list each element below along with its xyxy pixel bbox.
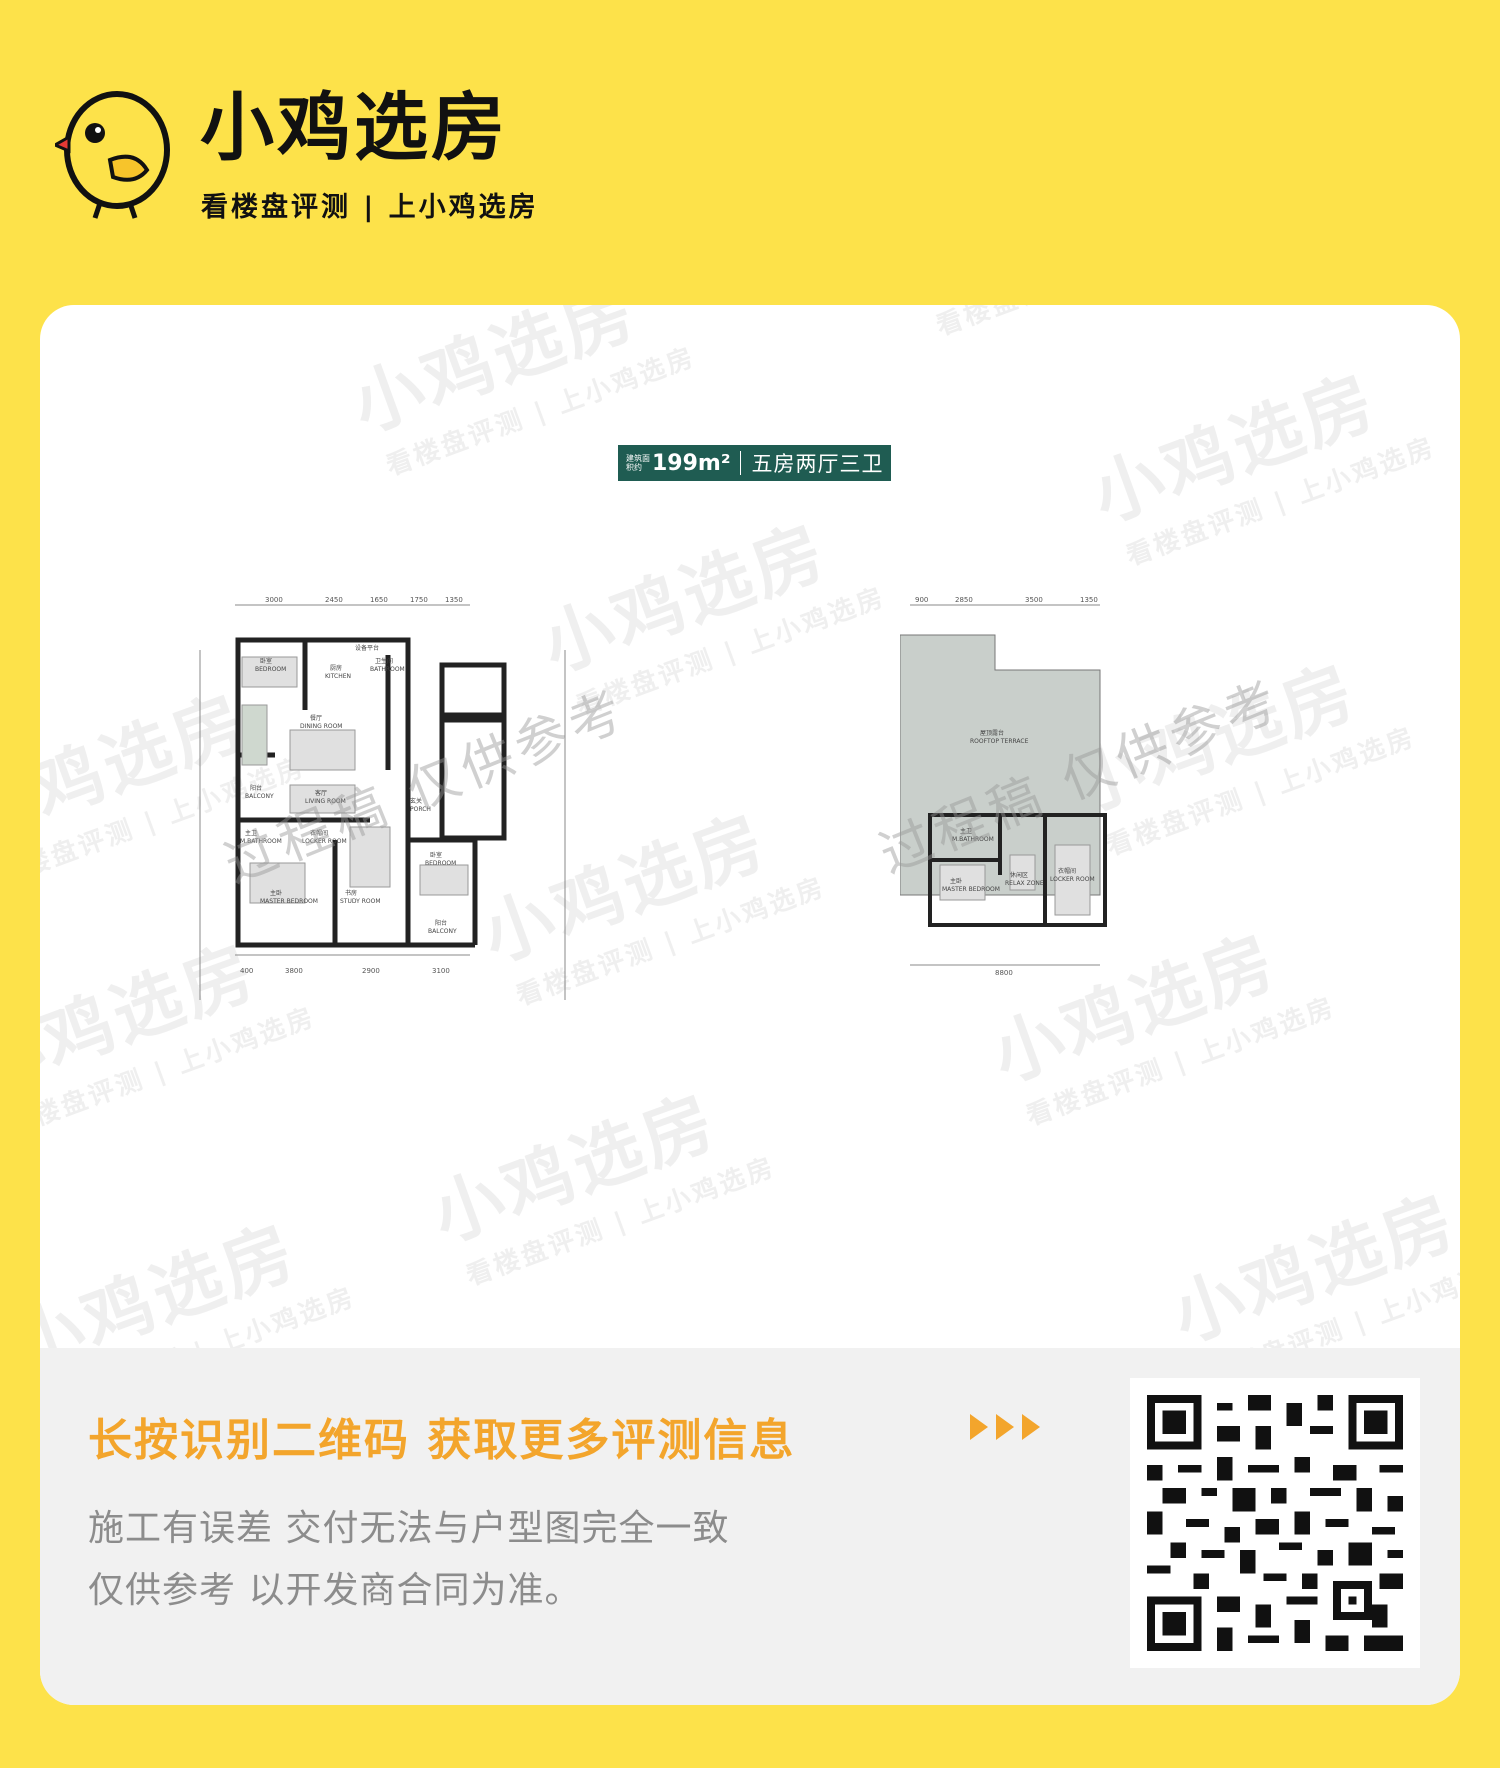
unit-badge: 建筑面积约 199m² 五房两厅三卫 [618, 445, 892, 481]
watermark: 小鸡选房看楼盘评测 | 上小鸡选房 [421, 1079, 780, 1293]
dim-top-2: 2450 [325, 596, 343, 604]
room-label-living-en: LIVING ROOM [305, 798, 346, 805]
room-label-porch-en: PORCH [410, 806, 431, 813]
qr-code-image [1147, 1395, 1403, 1651]
layout-type: 五房两厅三卫 [751, 452, 884, 476]
room-label-dining: 餐厅 [310, 714, 322, 722]
room-label-rooftop: 屋顶露台 [980, 729, 1004, 737]
room-label-balcony-2-en: BALCONY [428, 928, 457, 935]
play-arrow-icon [1022, 1414, 1040, 1440]
room-label-balcony-1: 阳台 [250, 784, 262, 792]
room-label-locker: 衣帽间 [1058, 867, 1076, 875]
footer-panel: 长按识别二维码 获取更多评测信息 施工有误差 交付无法与户型图完全一致 仅供参考… [40, 1348, 1460, 1705]
room-label-master: 主卧 [950, 877, 962, 885]
room-label-m-bathroom-en: M.BATHROOM [952, 836, 994, 843]
room-label-relax-en: RELAX ZONE [1005, 880, 1044, 887]
room-label-bedroom-2: 卧室 [430, 851, 442, 859]
brand-name: 小鸡选房 [200, 85, 508, 171]
room-label-living: 客厅 [315, 789, 327, 797]
room-label-bedroom-1: 卧室 [260, 657, 272, 665]
room-label-equipment-platform: 设备平台 [355, 644, 379, 652]
room-label-rooftop-en: ROOFTOP TERRACE [970, 738, 1029, 745]
disclaimer: 施工有误差 交付无法与户型图完全一致 仅供参考 以开发商合同为准。 [88, 1498, 729, 1622]
room-label-master: 主卧 [270, 889, 282, 897]
room-label-bedroom-2-en: BEDROOM [425, 860, 456, 867]
room-label-bathroom-en: BATHROOM [370, 666, 405, 673]
dim-top-1: 3000 [265, 596, 283, 604]
room-label-balcony-1-en: BALCONY [245, 793, 274, 800]
brand-tagline: 看楼盘评测 | 上小鸡选房 [201, 192, 539, 223]
room-label-bedroom-1-en: BEDROOM [255, 666, 286, 673]
dim-top-4: 1350 [1080, 596, 1098, 604]
qr-code[interactable] [1130, 1378, 1420, 1668]
dim-top-3: 1650 [370, 596, 388, 604]
dim-top-2: 2850 [955, 596, 973, 604]
room-label-porch: 玄关 [410, 797, 422, 805]
arrow-icons [970, 1414, 1040, 1440]
dim-top-4: 1750 [410, 596, 428, 604]
room-label-dining-en: DINING ROOM [300, 723, 342, 730]
room-label-master-en: MASTER BEDROOM [942, 886, 1000, 893]
floor-plan-upper: 900 2850 3500 1350 8800 屋顶露台 ROOFTOP TER… [900, 596, 1107, 977]
watermark: 小鸡选房看楼盘评测 | 上小鸡选房 [1081, 359, 1440, 573]
room-label-master-en: MASTER BEDROOM [260, 898, 318, 905]
play-arrow-icon [970, 1414, 988, 1440]
room-label-locker: 衣帽间 [310, 829, 328, 837]
area-caption: 建筑面积约 [626, 454, 650, 472]
room-label-kitchen: 厨房 [330, 664, 342, 672]
dim-bottom-1: 400 [240, 967, 253, 975]
badge-divider [740, 451, 742, 475]
disclaimer-line-2: 仅供参考 以开发商合同为准。 [88, 1570, 582, 1611]
room-label-locker-en: LOCKER ROOM [1050, 876, 1095, 883]
floorplan-card: 小鸡选房看楼盘评测 | 上小鸡选房 小鸡选房看楼盘评测 | 上小鸡选房 小鸡选房… [40, 305, 1460, 1705]
dim-top-1: 900 [915, 596, 928, 604]
room-label-m-bathroom-en: M.BATHROOM [240, 838, 282, 845]
area-value: 199m² [652, 450, 731, 476]
qr-cta-text: 长按识别二维码 获取更多评测信息 [88, 1415, 796, 1466]
room-label-study-en: STUDY ROOM [340, 898, 381, 905]
dim-top-3: 3500 [1025, 596, 1043, 604]
dim-bottom-2: 3800 [285, 967, 303, 975]
room-label-balcony-2: 阳台 [435, 919, 447, 927]
room-label-bathroom: 卫生间 [375, 657, 393, 665]
room-label-study: 书房 [345, 889, 357, 897]
room-label-m-bathroom: 主卫 [960, 827, 972, 835]
room-label-kitchen-en: KITCHEN [325, 673, 351, 680]
room-label-relax: 休闲区 [1010, 871, 1028, 879]
disclaimer-line-1: 施工有误差 交付无法与户型图完全一致 [88, 1508, 730, 1549]
room-label-m-bathroom: 主卫 [245, 829, 257, 837]
dim-bottom-3: 2900 [362, 967, 380, 975]
dim-bottom-4: 3100 [432, 967, 450, 975]
header: 小鸡选房 看楼盘评测 | 上小鸡选房 [55, 85, 615, 225]
floor-plan-lower: 3000 2450 1650 1750 1350 400 3800 2900 3… [199, 596, 566, 1000]
room-label-locker-en: LOCKER ROOM [302, 838, 347, 845]
play-arrow-icon [996, 1414, 1014, 1440]
dim-top-5: 1350 [445, 596, 463, 604]
dim-bottom-1: 8800 [995, 969, 1013, 977]
chick-mascot-logo [55, 91, 170, 219]
